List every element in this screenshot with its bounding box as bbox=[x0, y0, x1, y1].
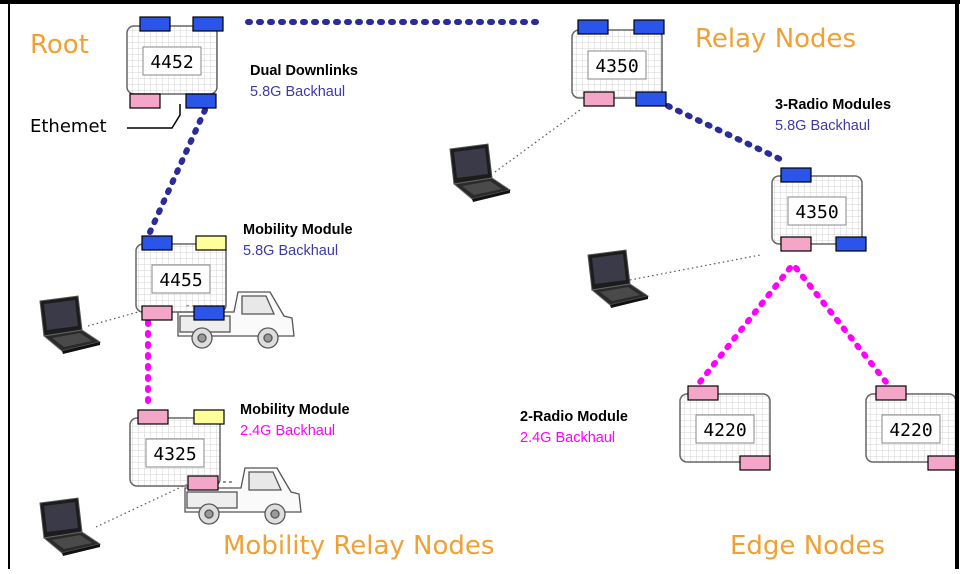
laptop-icon bbox=[39, 497, 101, 557]
mesh-node-root: 4452 bbox=[126, 16, 224, 109]
radio-port bbox=[927, 455, 959, 471]
mesh-node-mobility-b: 4325 bbox=[129, 409, 225, 491]
annotation-mobility-24-title: Mobility Module bbox=[240, 402, 350, 418]
radio-port bbox=[187, 475, 219, 491]
frame-border-right bbox=[955, 0, 959, 569]
radio-port bbox=[875, 385, 907, 401]
annotation-two-radio-title: 2-Radio Module bbox=[520, 409, 628, 425]
mesh-node-relay-b: 4350 bbox=[771, 167, 867, 252]
annotation-three-radio-sub: 5.8G Backhaul bbox=[775, 118, 871, 134]
radio-port bbox=[780, 167, 812, 183]
radio-port bbox=[193, 305, 225, 321]
radio-port bbox=[129, 93, 161, 109]
laptop-icon bbox=[449, 143, 511, 203]
mesh-node-edge-b: 4220 bbox=[865, 385, 959, 471]
mesh-node-edge-a: 4220 bbox=[679, 385, 771, 471]
label-ethernet: Ethemet bbox=[30, 116, 107, 137]
radio-port bbox=[583, 91, 615, 107]
ethernet-cable bbox=[127, 104, 181, 129]
radio-port bbox=[141, 305, 173, 321]
label-mobility-relay-nodes: Mobility Relay Nodes bbox=[223, 531, 495, 561]
link-relay-relay bbox=[665, 103, 785, 163]
link-relay-edge-a bbox=[697, 265, 793, 385]
label-edge-nodes: Edge Nodes bbox=[730, 531, 886, 561]
radio-port bbox=[635, 91, 667, 107]
node-model-label: 4220 bbox=[703, 420, 746, 441]
frame-border-top bbox=[0, 0, 960, 4]
annotation-three-radio-title: 3-Radio Modules bbox=[775, 97, 892, 113]
radio-port bbox=[141, 235, 173, 251]
radio-port bbox=[185, 93, 217, 109]
annotation-dual-downlinks-sub: 5.8G Backhaul bbox=[250, 84, 346, 100]
radio-port bbox=[577, 19, 609, 35]
radio-port bbox=[193, 409, 225, 425]
node-model-label: 4350 bbox=[595, 56, 638, 77]
node-model-label: 4350 bbox=[795, 202, 838, 223]
radio-port bbox=[137, 409, 169, 425]
radio-port bbox=[835, 236, 867, 252]
radio-port bbox=[192, 16, 224, 32]
radio-port bbox=[687, 385, 719, 401]
laptop-icon bbox=[39, 295, 101, 355]
annotation-dual-downlinks-title: Dual Downlinks bbox=[250, 63, 358, 79]
node-model-label: 4452 bbox=[150, 52, 193, 73]
client-links bbox=[87, 109, 761, 528]
radio-port bbox=[195, 235, 227, 251]
node-model-label: 4220 bbox=[889, 420, 932, 441]
label-relay-nodes: Relay Nodes bbox=[695, 24, 857, 54]
link-relay-edge-b bbox=[793, 265, 889, 385]
annotation-mobility-58-title: Mobility Module bbox=[243, 222, 353, 238]
radio-port bbox=[633, 19, 665, 35]
radio-port bbox=[139, 16, 171, 32]
annotation-two-radio-sub: 2.4G Backhaul bbox=[520, 430, 616, 446]
frame-border-left bbox=[8, 0, 10, 569]
annotation-mobility-58-sub: 5.8G Backhaul bbox=[243, 243, 339, 259]
laptop-icon bbox=[587, 249, 649, 309]
mesh-node-relay-a: 4350 bbox=[571, 19, 667, 107]
label-root: Root bbox=[30, 30, 89, 60]
link-root-mobility bbox=[147, 107, 208, 235]
node-model-label: 4455 bbox=[159, 270, 202, 291]
radio-port bbox=[780, 236, 812, 252]
radio-port bbox=[739, 455, 771, 471]
mesh-node-mobility-a: 4455 bbox=[135, 235, 227, 321]
annotation-mobility-24-sub: 2.4G Backhaul bbox=[240, 423, 336, 439]
node-model-label: 4325 bbox=[153, 444, 196, 465]
backhaul-links bbox=[145, 19, 889, 411]
